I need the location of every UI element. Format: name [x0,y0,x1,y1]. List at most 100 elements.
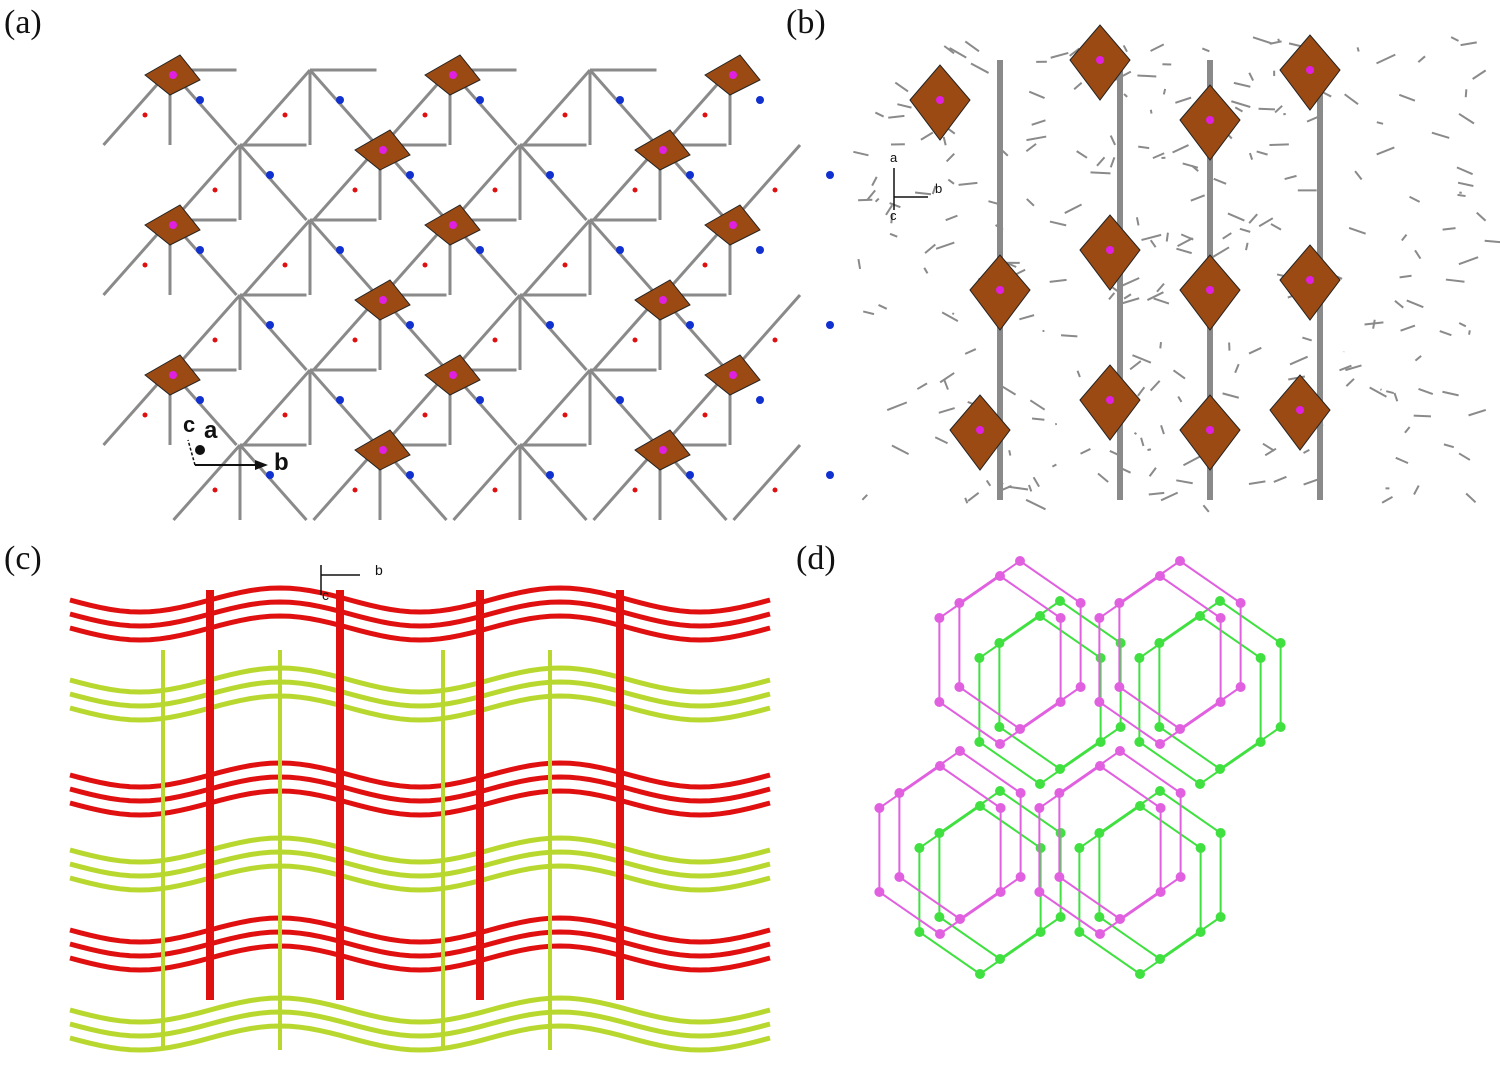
pink-net-node [1215,613,1226,623]
framework-bond [1248,72,1255,82]
framework-bond [1258,107,1275,111]
green-net-node [934,828,945,838]
green-net-node [995,786,1005,796]
framework-bond [1129,360,1142,371]
framework-bond [588,219,658,296]
framework-bond [1123,93,1128,98]
green-net-node [1074,927,1085,937]
pink-net-node [1075,598,1086,608]
pink-net-node [1235,598,1246,608]
panel-label-d: (d) [796,540,836,577]
framework-bond [1222,232,1232,240]
framework-bond [1176,479,1193,485]
framework-bond [931,185,937,195]
framework-bond [522,69,592,146]
framework-bond [452,444,522,521]
nitrogen-atom [756,96,764,104]
framework-bond [1401,234,1408,242]
framework-bond [889,232,898,238]
framework-bond [588,69,658,146]
framework-bond [1277,38,1281,42]
framework-bond [1458,322,1467,328]
framework-bond [1239,227,1251,233]
oxygen-atom [212,187,218,193]
framework-bond [1135,217,1140,226]
nitrogen-atom [826,171,834,179]
green-net-node [994,722,1005,732]
framework-bond [1376,146,1395,156]
nitrogen-atom [546,171,554,179]
nitrogen-atom [756,246,764,254]
green-net-node [1275,722,1286,732]
pink-net-node [1034,887,1045,897]
framework-bond [1080,448,1091,455]
pink-net-node [874,887,885,897]
metal-atom [729,221,737,229]
green-net-node [1154,638,1165,648]
framework-bond [1049,220,1067,227]
pink-net-node [894,788,905,798]
pink-net-node [1115,914,1125,924]
nitrogen-atom [546,321,554,329]
framework-bond [1177,396,1183,403]
pink-net-node [1114,598,1125,608]
framework-bond [1049,278,1067,283]
framework-bond [1227,212,1245,222]
framework-bond [1032,476,1040,488]
framework-bond [1442,390,1459,397]
framework-bond [1148,491,1165,496]
pink-net-node [1115,746,1125,756]
framework-bond [1472,69,1487,80]
framework-bond [1457,193,1466,198]
framework-bond [1406,299,1424,309]
green-layer [69,849,771,879]
framework-bond [1137,386,1146,397]
oxygen-atom [632,487,638,493]
green-net-node [1215,764,1225,774]
oxygen-atom [562,262,568,268]
framework-bond [947,178,955,185]
nitrogen-atom [336,246,344,254]
framework-bond [242,69,312,146]
framework-bond [1162,88,1167,95]
metal-atom [449,71,457,79]
framework-bond [1060,334,1078,338]
green-net-node [1055,828,1066,838]
framework-bond [1252,36,1273,45]
green-layer [69,1009,771,1039]
framework-bond [949,47,967,59]
pink-net-node [1175,788,1186,798]
framework-bond [1457,181,1474,187]
metal-atom [729,71,737,79]
framework-bond [1123,293,1132,300]
axis-indicator-c: b c [320,562,383,603]
oxygen-atom [562,412,568,418]
green-layer [69,665,771,695]
oxygen-atom [142,112,148,118]
green-net-node [1115,638,1126,648]
pink-net-node [995,739,1005,749]
framework-bond [964,497,969,504]
oxygen-atom [772,187,778,193]
framework-bond [1177,237,1194,247]
framework-bond [1348,226,1366,235]
framework-bond [1394,300,1404,309]
framework-bond [914,191,932,196]
green-net-node [1215,596,1225,606]
green-net-node [1154,722,1165,732]
oxygen-atom [772,337,778,343]
framework-bond [1458,256,1479,266]
pink-net-node [1055,613,1066,623]
framework-bond [1132,354,1152,364]
framework-bond [1468,409,1487,417]
oxygen-atom [212,337,218,343]
framework-bond [964,348,977,355]
framework-bond [1148,467,1157,477]
green-net-node [1055,764,1065,774]
panel-b-structure [853,24,1500,513]
green-net-node [934,912,945,922]
framework-bond [1175,96,1192,104]
metal-atom [996,286,1004,294]
metal-atom [1106,396,1114,404]
framework-bond [1108,292,1116,301]
